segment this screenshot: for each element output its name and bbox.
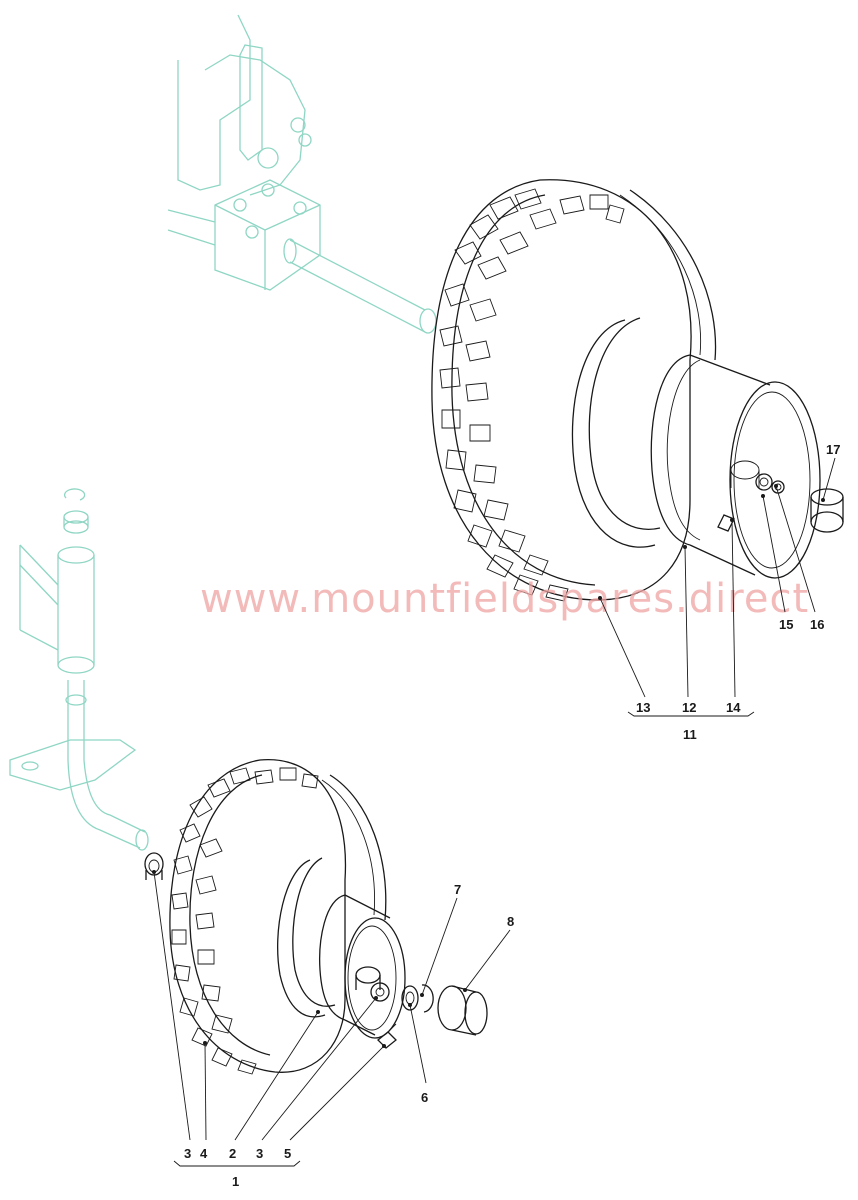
rear-axle-parts [717, 473, 844, 533]
callout-3-right: 3 [256, 1146, 263, 1161]
rear-callout-labels: 13 12 14 11 15 16 17 [636, 442, 840, 742]
front-leader-lines [152, 870, 511, 1167]
front-rim [319, 894, 406, 1039]
rear-rim [650, 354, 821, 579]
watermark-text: www.mountfieldspares.direct [200, 576, 809, 622]
front-callout-labels: 7 8 6 3 4 2 3 5 1 [184, 882, 514, 1189]
transaxle-ghost [167, 14, 437, 334]
rear-tyre [431, 179, 717, 602]
callout-7: 7 [454, 882, 461, 897]
callout-14: 14 [726, 700, 741, 715]
callout-13: 13 [636, 700, 650, 715]
callout-11: 11 [683, 727, 697, 742]
rear-leader-lines [598, 457, 836, 717]
callout-3-left: 3 [184, 1146, 191, 1161]
callout-15: 15 [779, 617, 793, 632]
callout-8: 8 [507, 914, 514, 929]
callout-4: 4 [200, 1146, 208, 1161]
callout-12: 12 [682, 700, 696, 715]
front-tyre [169, 759, 387, 1075]
callout-2: 2 [229, 1146, 236, 1161]
callout-1: 1 [232, 1174, 239, 1189]
callout-6: 6 [421, 1090, 428, 1105]
callout-5: 5 [284, 1146, 291, 1161]
callout-17: 17 [826, 442, 840, 457]
callout-16: 16 [810, 617, 824, 632]
steering-spindle-ghost [9, 488, 149, 851]
